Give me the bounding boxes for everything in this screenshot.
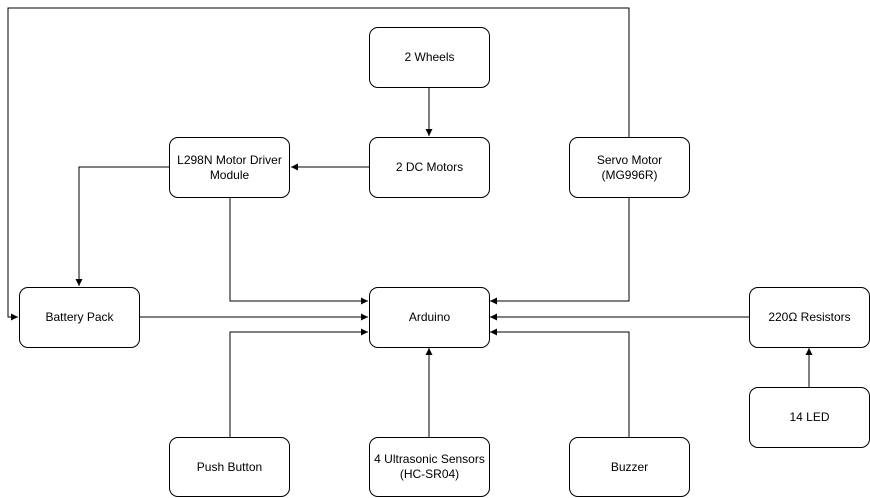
- node-motor-driver: L298N Motor Driver Module: [169, 137, 290, 198]
- node-label: 14 LED: [789, 410, 830, 424]
- node-push-button: Push Button: [169, 437, 290, 497]
- edge-motor-driver-to-battery: [75, 166, 169, 286]
- node-label: Arduino: [408, 310, 451, 324]
- edge-buzzer-to-arduino: [490, 328, 630, 437]
- node-dc-motors: 2 DC Motors: [369, 137, 490, 198]
- node-arduino: Arduino: [369, 287, 490, 348]
- node-label: L298N Motor Driver Module: [177, 152, 282, 182]
- edge-push-button-to-arduino: [229, 328, 368, 437]
- node-label: 4 Ultrasonic Sensors (HC-SR04): [374, 452, 485, 481]
- node-label: Push Button: [196, 459, 263, 474]
- node-ultrasonic: 4 Ultrasonic Sensors (HC-SR04): [369, 437, 490, 497]
- node-servo: Servo Motor (MG996R): [569, 137, 690, 198]
- node-label: 2 DC Motors: [395, 160, 464, 174]
- node-label: 2 Wheels: [404, 50, 455, 64]
- node-label: Buzzer: [610, 459, 649, 474]
- node-led: 14 LED: [749, 387, 870, 448]
- edge-servo-to-arduino: [490, 197, 630, 305]
- edge-servo-to-battery: [7, 7, 630, 321]
- node-resistors: 220Ω Resistors: [749, 287, 870, 348]
- node-battery: Battery Pack: [19, 287, 140, 348]
- node-label: Battery Pack: [45, 310, 114, 324]
- node-label: Servo Motor (MG996R): [596, 152, 663, 182]
- edge-motor-driver-to-arduino: [229, 197, 368, 305]
- node-wheels: 2 Wheels: [369, 27, 490, 88]
- node-buzzer: Buzzer: [569, 437, 690, 497]
- node-label: 220Ω Resistors: [768, 310, 851, 324]
